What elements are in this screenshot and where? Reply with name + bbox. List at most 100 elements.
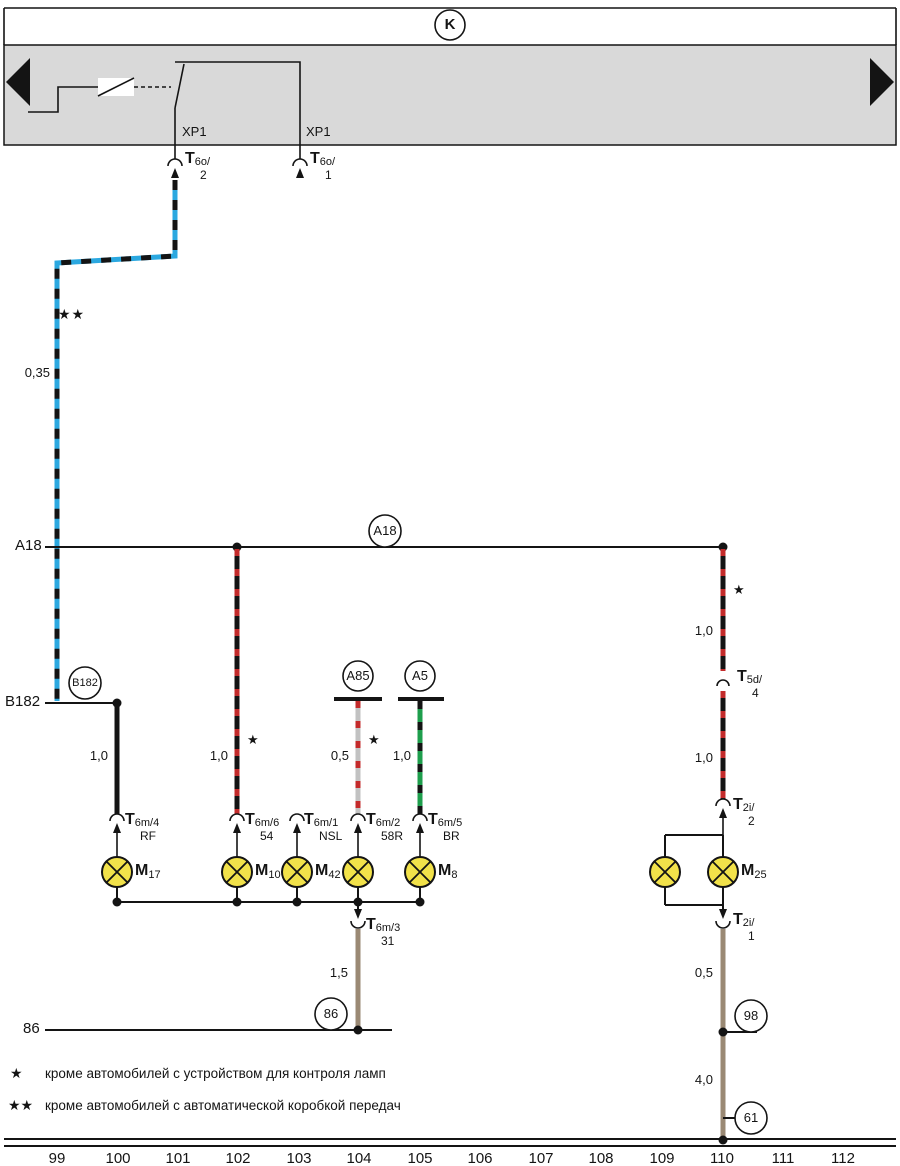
lamp-number: 25 [754, 869, 767, 881]
terminal-pin: 58R [381, 828, 404, 843]
junction-dot [353, 897, 363, 907]
lamp-m25-icon [707, 856, 739, 888]
grid-number: 104 [346, 1150, 372, 1166]
terminal-code: 2i/ [742, 917, 755, 929]
terminal-t2i1-label: T2i/ 1 [733, 911, 755, 943]
gauge-ground-center: 1,5 [329, 965, 348, 980]
node-a85-label: A85 [346, 668, 370, 683]
terminal-letter: T [733, 911, 743, 928]
node-98-label: 98 [743, 1008, 759, 1023]
terminal-code: 6m/2 [375, 817, 401, 829]
terminal-pin: 1 [748, 928, 755, 943]
terminal-letter: T [366, 811, 376, 828]
connector-xp1-right-label: XP1 [306, 124, 331, 139]
grid-number: 108 [588, 1150, 614, 1166]
gauge-m17: 1,0 [89, 748, 108, 763]
terminal-letter: T [245, 811, 255, 828]
bus-b182-label: B182 [5, 693, 41, 710]
terminal-pin: BR [443, 828, 460, 843]
bus-b182-circle-label: B182 [72, 677, 98, 689]
lamp-number: 8 [451, 869, 458, 881]
lamp-m25-label: M25 [741, 862, 767, 881]
lamp-m10-label: M10 [255, 862, 281, 881]
terminal-t6o2-label: T6o/ 2 [185, 150, 210, 182]
terminal-code: 6m/4 [134, 817, 160, 829]
terminal-t6m1-label: T6m/1 NSL [304, 811, 342, 843]
gauge-right-lower: 0,5 [694, 965, 713, 980]
terminal-pin: 4 [752, 685, 759, 700]
bus-86-circle [314, 997, 348, 1031]
connector-t6m-row-symbols [109, 813, 428, 857]
node-61-circle [734, 1101, 768, 1135]
node-61-label: 61 [743, 1110, 759, 1125]
junction-dot [292, 897, 302, 907]
terminal-t6m6-label: T6m/6 54 [245, 811, 279, 843]
gauge-m10: 1,0 [209, 748, 228, 763]
terminal-letter: T [310, 150, 320, 167]
bus-a18-circle-label: A18 [373, 523, 397, 538]
grid-number: 103 [286, 1150, 312, 1166]
terminal-pin: 2 [748, 813, 755, 828]
grid-number: 99 [48, 1150, 66, 1166]
gauge-right-mid: 1,0 [694, 750, 713, 765]
connector-t6m3-symbol [350, 909, 366, 929]
junction-dot [353, 1025, 363, 1035]
terminal-letter: T [125, 811, 135, 828]
terminal-pin: NSL [319, 828, 343, 843]
connector-t2i2-symbol [715, 798, 731, 835]
star-mark: ★ [733, 582, 745, 597]
terminal-letter: T [733, 796, 743, 813]
terminal-letter: T [304, 811, 314, 828]
lamp-m10-icon [221, 856, 253, 888]
lamp-m25-left-icon [649, 856, 681, 888]
terminal-code: 6o/ [194, 156, 211, 168]
gauge-right-bottom: 4,0 [694, 1072, 713, 1087]
node-a85-circle [342, 660, 374, 692]
lamp-number: 17 [148, 869, 161, 881]
terminal-code: 5d/ [746, 674, 763, 686]
junction-dot [232, 897, 242, 907]
harness-band [3, 44, 897, 146]
terminal-pin: 2 [200, 167, 207, 182]
node-a5-label: A5 [412, 668, 428, 683]
lamp-letter: M [741, 862, 755, 879]
terminal-pin: 1 [325, 167, 332, 182]
lamp-m25-parallel-wiring [664, 834, 724, 909]
grid-number: 109 [649, 1150, 675, 1166]
grid-number: 111 [771, 1150, 795, 1166]
bus-86-circle-label: 86 [323, 1006, 339, 1021]
grid-number: 112 [831, 1150, 855, 1166]
terminal-code: 6m/6 [254, 817, 280, 829]
node-a5-circle [404, 660, 436, 692]
terminal-pin: 31 [381, 933, 395, 948]
continuation-arrow-left-icon [6, 58, 30, 106]
wire-blue-black [54, 180, 178, 701]
connector-t6o2-symbol [167, 145, 183, 178]
lamp-letter: M [315, 862, 329, 879]
star-mark: ★ [368, 732, 380, 747]
grid-number: 102 [225, 1150, 251, 1166]
grid-number: 101 [165, 1150, 191, 1166]
lamp-m42-label: M42 [315, 862, 341, 881]
bus-86-label: 86 [23, 1020, 40, 1037]
node-98-circle [734, 999, 768, 1033]
continuation-arrow-right-icon [870, 58, 894, 106]
terminal-letter: T [185, 150, 195, 167]
lamp-m8-label: M8 [438, 862, 458, 881]
lamp-center-icon [342, 856, 374, 888]
bus-a18-label: A18 [15, 537, 42, 554]
terminal-code: 6m/5 [437, 817, 463, 829]
star-mark: ★ [247, 732, 259, 747]
legend-doublestar-symbol: ★★ [8, 1097, 34, 1113]
grid-number: 100 [105, 1150, 131, 1166]
lamp-number: 42 [328, 869, 341, 881]
star-double-mark: ★★ [58, 306, 86, 322]
terminal-pin: RF [140, 828, 156, 843]
gauge-m8: 1,0 [392, 748, 411, 763]
lamp-m17-label: M17 [135, 862, 161, 881]
terminal-letter: T [737, 668, 747, 685]
bus-a18-circle [368, 514, 402, 548]
bus-b182-circle [68, 666, 102, 700]
junction-dot [718, 1027, 728, 1037]
